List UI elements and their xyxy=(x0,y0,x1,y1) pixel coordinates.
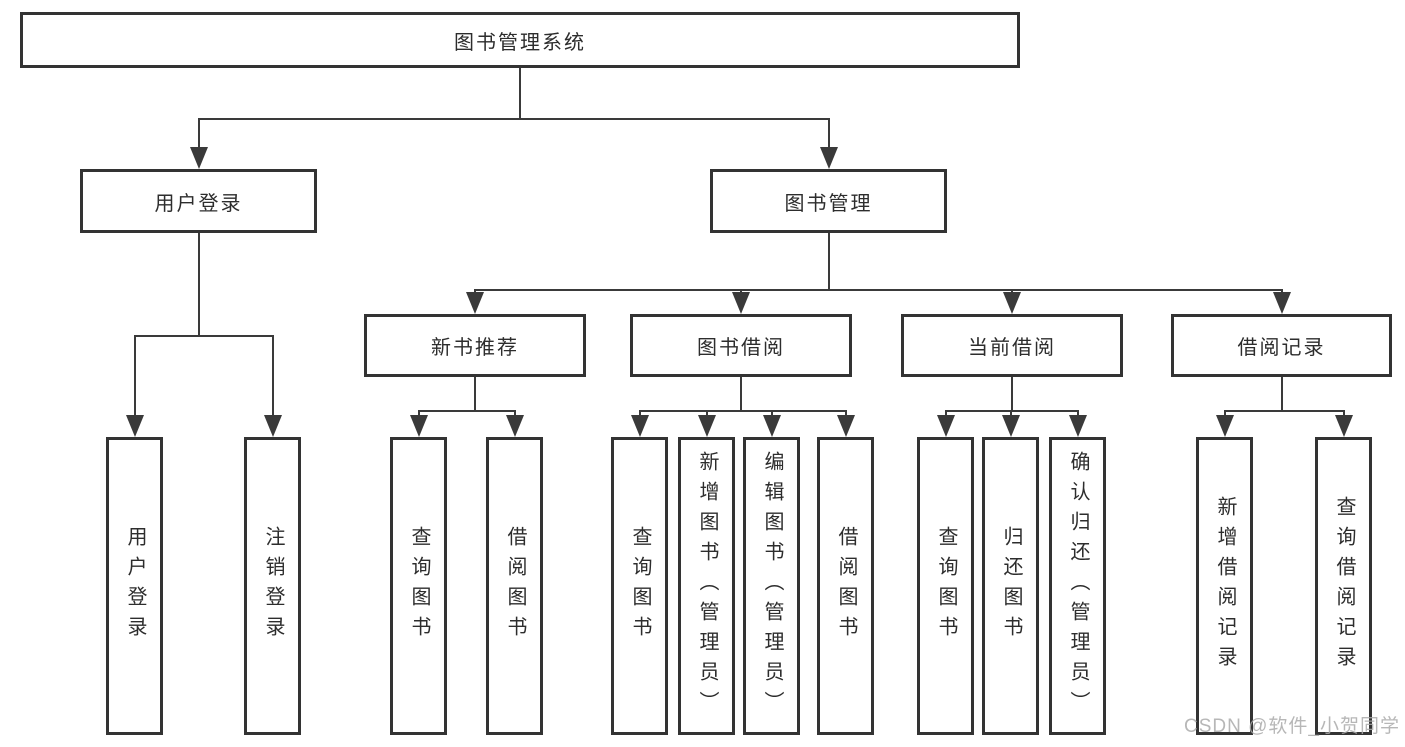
node-label: 图书管理 xyxy=(784,192,873,215)
leaf-add-borrow-record: 新增借阅记录 xyxy=(1196,437,1253,735)
connector-stem xyxy=(1011,377,1013,412)
connector-branch xyxy=(197,118,830,120)
connector-branch xyxy=(944,410,1079,412)
node-label: 注销登录 xyxy=(262,526,284,646)
node-label: 用户登录 xyxy=(124,526,146,646)
arrow-down-icon xyxy=(936,415,955,437)
leaf-confirm-return-admin: 确认归还（管理员） xyxy=(1049,437,1106,735)
node-new-book-recommend: 新书推荐 xyxy=(364,314,586,377)
node-label: 查询图书 xyxy=(935,526,957,646)
node-book-management: 图书管理 xyxy=(710,169,947,233)
arrow-down-icon xyxy=(630,415,649,437)
connector-branch xyxy=(133,335,274,337)
node-label: 查询图书 xyxy=(629,526,651,646)
connector-drop xyxy=(197,118,200,153)
arrow-down-icon xyxy=(762,415,781,437)
arrow-down-icon xyxy=(189,147,208,169)
node-label: 归还图书 xyxy=(1000,526,1022,646)
connector-stem xyxy=(1280,377,1283,412)
node-label: 借阅记录 xyxy=(1237,337,1326,359)
node-label: 新书推荐 xyxy=(431,337,519,359)
arrow-down-icon xyxy=(1334,415,1353,437)
node-label: 当前借阅 xyxy=(968,337,1056,359)
leaf-query-book: 查询图书 xyxy=(611,437,668,735)
node-book-borrow: 图书借阅 xyxy=(630,314,852,377)
node-label: 新增图书（管理员） xyxy=(696,451,718,721)
node-label: 查询借阅记录 xyxy=(1333,496,1355,676)
leaf-edit-book-admin: 编辑图书（管理员） xyxy=(743,437,800,735)
arrow-down-icon xyxy=(1003,292,1021,314)
node-label: 图书管理系统 xyxy=(454,31,586,54)
csdn-watermark: CSDN @软件_小贺同学 xyxy=(1184,716,1400,737)
connector-branch xyxy=(638,410,847,412)
arrow-down-icon xyxy=(466,292,484,314)
connector-drop xyxy=(133,335,136,421)
connector-branch xyxy=(474,289,1283,291)
connector-drop xyxy=(271,335,274,421)
leaf-user-login: 用户登录 xyxy=(106,437,163,735)
leaf-logout: 注销登录 xyxy=(244,437,301,735)
node-label: 确认归还（管理员） xyxy=(1067,451,1089,721)
connector-drop xyxy=(827,118,830,153)
arrow-down-icon xyxy=(505,415,524,437)
leaf-borrow-book: 借阅图书 xyxy=(486,437,543,735)
node-label: 用户登录 xyxy=(154,192,243,215)
node-label: 借阅图书 xyxy=(835,526,857,646)
arrow-down-icon xyxy=(819,147,838,169)
leaf-return-book: 归还图书 xyxy=(982,437,1039,735)
arrow-down-icon xyxy=(732,292,750,314)
node-label: 新增借阅记录 xyxy=(1214,496,1236,676)
node-user-login: 用户登录 xyxy=(80,169,317,233)
connector-branch xyxy=(417,410,516,412)
connector-stem xyxy=(519,68,521,120)
arrow-down-icon xyxy=(836,415,855,437)
arrow-down-icon xyxy=(697,415,716,437)
arrow-down-icon xyxy=(125,415,144,437)
node-current-borrow: 当前借阅 xyxy=(901,314,1123,377)
arrow-down-icon xyxy=(263,415,282,437)
arrow-down-icon xyxy=(409,415,428,437)
arrow-down-icon xyxy=(1068,415,1087,437)
arrow-down-icon xyxy=(1272,292,1291,314)
node-label: 图书借阅 xyxy=(697,337,785,359)
arrow-down-icon xyxy=(1215,415,1234,437)
leaf-query-book: 查询图书 xyxy=(390,437,447,735)
connector-branch xyxy=(1223,410,1345,412)
node-borrow-record: 借阅记录 xyxy=(1171,314,1392,377)
connector-stem xyxy=(740,377,742,412)
leaf-add-book-admin: 新增图书（管理员） xyxy=(678,437,735,735)
arrow-down-icon xyxy=(1001,415,1020,437)
node-label: 查询图书 xyxy=(408,526,430,646)
node-library-system: 图书管理系统 xyxy=(20,12,1020,68)
connector-stem xyxy=(474,377,476,412)
node-label: 编辑图书（管理员） xyxy=(761,451,783,721)
leaf-query-borrow-record: 查询借阅记录 xyxy=(1315,437,1372,735)
node-label: 借阅图书 xyxy=(504,526,526,646)
connector-stem xyxy=(197,233,200,337)
leaf-borrow-book: 借阅图书 xyxy=(817,437,874,735)
leaf-query-book: 查询图书 xyxy=(917,437,974,735)
connector-stem xyxy=(827,233,830,291)
